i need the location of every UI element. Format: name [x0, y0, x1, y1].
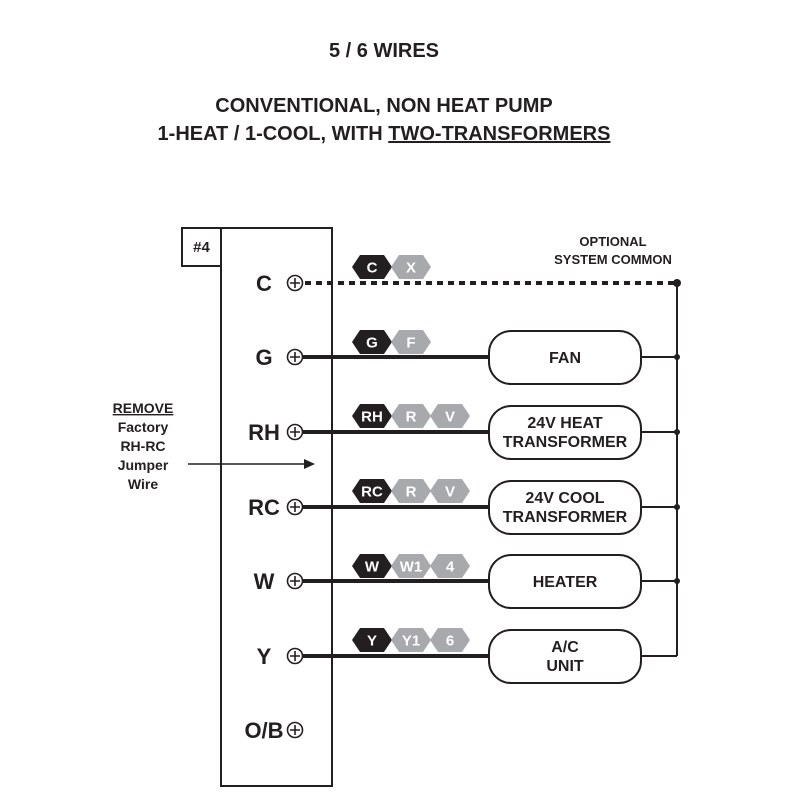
- title-configuration: 1-HEAT / 1-COOL, WITH TWO-TRANSFORMERS: [158, 123, 611, 145]
- remove-note-heading: REMOVE: [113, 400, 174, 416]
- bus-junction-dot: [674, 578, 680, 584]
- svg-text:G: G: [366, 335, 378, 352]
- svg-text:V: V: [445, 409, 455, 426]
- terminal-label-w: W: [254, 569, 275, 594]
- terminal-label-rh: RH: [248, 420, 280, 445]
- wire-tags-rh: RH R V: [352, 404, 470, 428]
- wire-tag-w-alt-w1: W1: [391, 554, 431, 578]
- title-configuration-underlined: TWO-TRANSFORMERS: [388, 123, 610, 145]
- heater-label: HEATER: [533, 574, 598, 591]
- title-wire-count: 5 / 6 WIRES: [329, 40, 439, 62]
- svg-text:4: 4: [446, 559, 455, 576]
- ac-unit-label-line1: A/C: [551, 639, 579, 656]
- remove-note-line4: Jumper: [118, 457, 169, 473]
- ac-unit-device: A/C UNIT: [488, 629, 642, 684]
- svg-text:W: W: [365, 559, 380, 576]
- bus-junction-dot: [674, 429, 680, 435]
- terminal-block-tag-box: [181, 227, 222, 267]
- wire-tags-w: W W1 4: [352, 554, 470, 578]
- terminal-label-y: Y: [257, 644, 272, 669]
- wire-tag-w-primary: W: [352, 554, 392, 578]
- wire-tag-rh-primary: RH: [352, 404, 392, 428]
- screw-icon-rc: [286, 498, 304, 516]
- svg-text:Y: Y: [367, 633, 377, 650]
- svg-text:RC: RC: [361, 484, 383, 501]
- screw-icon-rh: [286, 423, 304, 441]
- wire-tag-y-alt-6: 6: [430, 628, 470, 652]
- title-configuration-prefix: 1-HEAT / 1-COOL, WITH: [158, 123, 389, 145]
- screw-icon-ob: [286, 721, 304, 739]
- ac-unit-label-line2: UNIT: [546, 658, 584, 675]
- svg-text:F: F: [406, 335, 415, 352]
- svg-text:V: V: [445, 484, 455, 501]
- terminal-label-rc: RC: [248, 495, 280, 520]
- wire-tag-y-primary: Y: [352, 628, 392, 652]
- wire-tags-y: Y Y1 6: [352, 628, 470, 652]
- screw-icon-c: [286, 274, 304, 292]
- wire-tags-rc: RC R V: [352, 479, 470, 503]
- heat-transformer-device: 24V HEAT TRANSFORMER: [488, 405, 642, 460]
- cool-transformer-label-line2: TRANSFORMER: [503, 509, 628, 526]
- terminal-label-ob: O/B: [244, 718, 283, 743]
- svg-text:6: 6: [446, 633, 454, 650]
- wire-tag-rc-alt-v: V: [430, 479, 470, 503]
- screw-icon-y: [286, 647, 304, 665]
- wire-tag-c-primary: C: [352, 255, 392, 279]
- wire-tag-y-alt-y1: Y1: [391, 628, 431, 652]
- wire-tag-g-alt-f: F: [391, 330, 431, 354]
- terminal-label-g: G: [255, 345, 272, 370]
- arrow-right-icon: [188, 459, 315, 469]
- wire-tags-g: G F: [352, 330, 431, 354]
- svg-text:RH: RH: [361, 409, 383, 426]
- screw-icon-w: [286, 572, 304, 590]
- fan-label: FAN: [549, 350, 581, 367]
- remove-note-line5: Wire: [128, 476, 158, 492]
- wire-tag-rh-alt-r: R: [391, 404, 431, 428]
- svg-text:R: R: [406, 409, 417, 426]
- heater-device: HEATER: [488, 554, 642, 609]
- wire-tag-g-primary: G: [352, 330, 392, 354]
- cool-transformer-label-line1: 24V COOL: [525, 490, 604, 507]
- bus-junction-dot: [674, 504, 680, 510]
- svg-text:C: C: [367, 260, 378, 277]
- optional-common-label-line1: OPTIONAL: [579, 234, 646, 249]
- wire-tag-rc-alt-r: R: [391, 479, 431, 503]
- svg-text:R: R: [406, 484, 417, 501]
- svg-text:Y1: Y1: [402, 633, 420, 650]
- terminal-label-c: C: [256, 271, 272, 296]
- remove-note-line3: RH-RC: [120, 438, 165, 454]
- cool-transformer-device: 24V COOL TRANSFORMER: [488, 480, 642, 535]
- wire-tags-c: C X: [352, 255, 431, 279]
- fan-device: FAN: [488, 330, 642, 385]
- wire-tag-c-alt-x: X: [391, 255, 431, 279]
- remove-note-line2: Factory: [118, 419, 169, 435]
- terminal-block-tag: #4: [193, 239, 210, 256]
- screw-icon-g: [286, 348, 304, 366]
- optional-common-label-line2: SYSTEM COMMON: [554, 252, 672, 267]
- wire-tag-w-alt-4: 4: [430, 554, 470, 578]
- bus-junction-dot: [674, 354, 680, 360]
- wire-tag-rc-primary: RC: [352, 479, 392, 503]
- svg-text:X: X: [406, 260, 416, 277]
- heat-transformer-label-line1: 24V HEAT: [527, 415, 603, 432]
- title-system-type: CONVENTIONAL, NON HEAT PUMP: [215, 95, 552, 117]
- svg-text:W1: W1: [400, 559, 423, 576]
- heat-transformer-label-line2: TRANSFORMER: [503, 434, 628, 451]
- wire-tag-rh-alt-v: V: [430, 404, 470, 428]
